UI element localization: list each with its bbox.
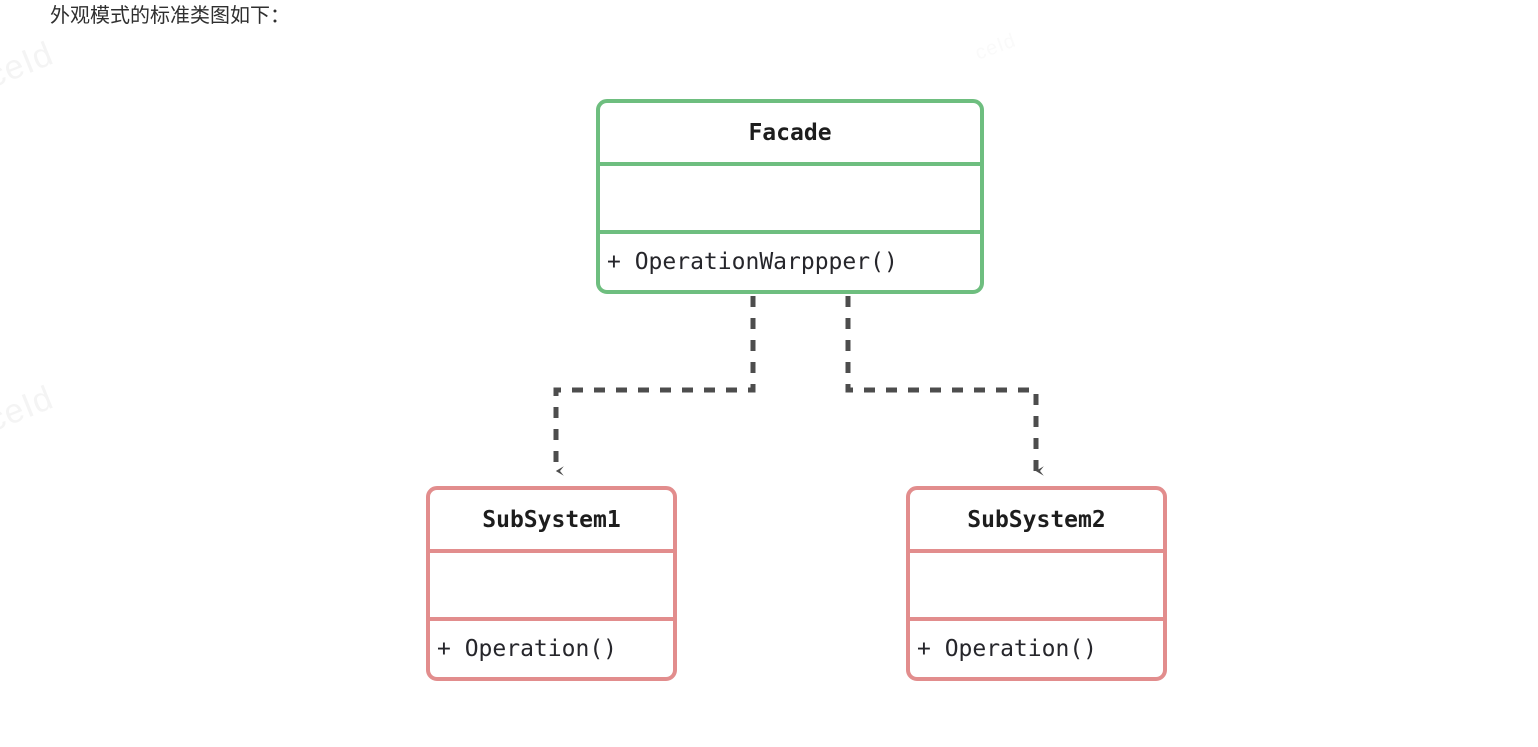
class-box-subsystem1[interactable]: SubSystem1 + Operation() [426,486,677,681]
edge-facade-to-subsystem1 [553,296,756,476]
class-operations-section-subsystem1: + Operation() [430,617,673,677]
class-name-subsystem2: SubSystem2 [967,506,1106,533]
class-title-section-subsystem1: SubSystem1 [430,490,673,549]
class-title-section-subsystem2: SubSystem2 [910,490,1163,549]
class-box-subsystem2[interactable]: SubSystem2 + Operation() [906,486,1167,681]
class-operation-subsystem2-0: + Operation() [917,636,1098,663]
class-name-facade: Facade [748,119,832,146]
page-caption: 外观模式的标准类图如下： [50,5,290,27]
class-box-facade[interactable]: Facade + OperationWarppper() [596,99,984,294]
edge-facade-to-subsystem2 [845,296,1044,476]
class-name-subsystem1: SubSystem1 [482,506,621,533]
class-operation-facade-0: + OperationWarppper() [607,249,898,276]
class-attributes-section-subsystem1 [430,549,673,617]
class-operations-section-subsystem2: + Operation() [910,617,1163,677]
class-attributes-section-subsystem2 [910,549,1163,617]
class-operations-section-facade: + OperationWarppper() [600,230,980,290]
class-operation-subsystem1-0: + Operation() [437,636,618,663]
class-attributes-section-facade [600,162,980,230]
class-title-section-facade: Facade [600,103,980,162]
